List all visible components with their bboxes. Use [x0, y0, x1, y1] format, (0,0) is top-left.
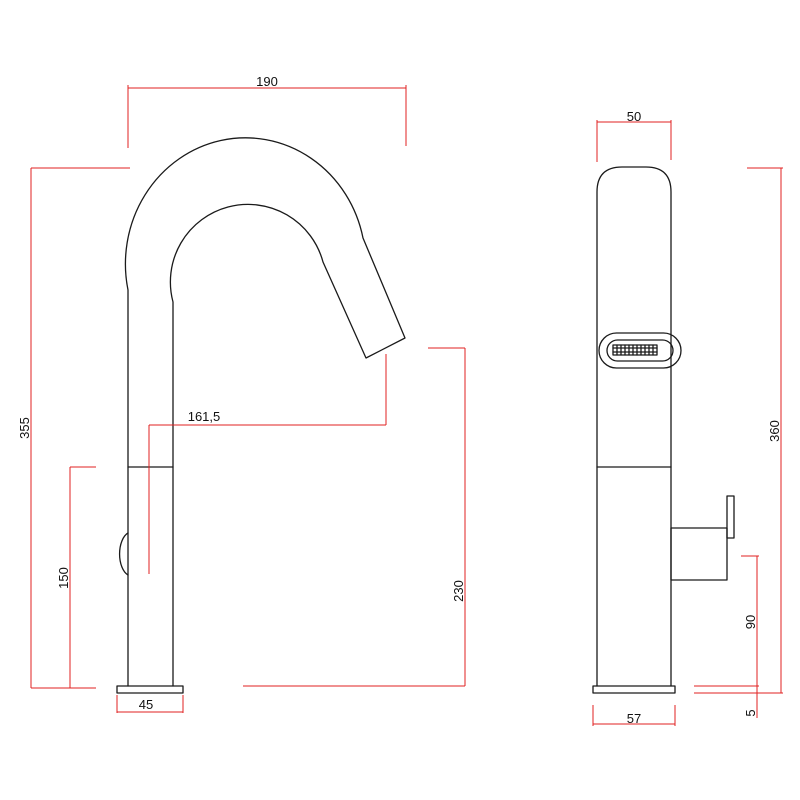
dim-lever-height-label: 90	[743, 615, 758, 629]
side-view	[592, 166, 735, 694]
front-faucet-body-outline	[124, 137, 406, 687]
side-handle-cartridge	[670, 527, 728, 581]
side-handle-lever	[726, 495, 735, 539]
dim-side-base-label: 57	[627, 711, 641, 726]
dim-front-base-label: 45	[139, 697, 153, 712]
dim-outlet-projection-label: 161,5	[188, 409, 221, 424]
side-aerator-housing	[598, 332, 682, 369]
dim-front-height-label: 355	[17, 417, 32, 439]
front-dimensions: 190 355 161,5 150 230 45	[17, 74, 466, 713]
dim-base-thickness-label: 5	[743, 709, 758, 716]
dim-handle-height-label: 150	[56, 567, 71, 589]
side-faucet-body-outline	[596, 166, 672, 687]
front-handle-knob	[118, 532, 129, 576]
dim-outlet-height-label: 230	[451, 580, 466, 602]
dim-side-width-label: 50	[627, 109, 641, 124]
front-view	[116, 137, 406, 694]
front-base-plate	[116, 685, 184, 694]
dim-side-height-label: 360	[767, 420, 782, 442]
side-dimensions: 50 360 90 5 57	[592, 109, 783, 726]
side-aerator-mesh	[612, 344, 658, 356]
side-aerator-inner	[606, 339, 674, 362]
side-base-plate	[592, 685, 676, 694]
dim-spout-reach-label: 190	[256, 74, 278, 89]
side-aerator-mesh-lines	[612, 344, 658, 356]
